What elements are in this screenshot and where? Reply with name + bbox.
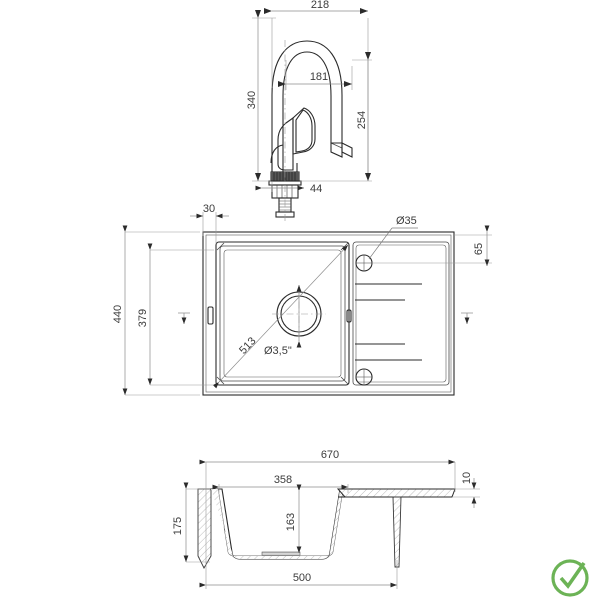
drainer-board xyxy=(352,241,450,386)
dim-label-670: 670 xyxy=(321,449,339,461)
dim-label-218: 218 xyxy=(311,0,329,11)
dim-label-500: 500 xyxy=(293,572,311,584)
sink-top-view: 513 Ø3,5" xyxy=(112,203,492,396)
tap-hole-upper xyxy=(355,254,373,272)
dimension-358: 358 xyxy=(212,474,349,493)
dimension-254: 254 xyxy=(300,52,372,182)
dimension-340: 340 xyxy=(246,10,276,182)
dim-label-175: 175 xyxy=(172,517,184,535)
dim-label-44: 44 xyxy=(310,183,322,195)
dimension-163: 163 xyxy=(285,484,302,553)
dimension-500: 500 xyxy=(199,492,398,589)
tap-hole-lower xyxy=(355,368,373,386)
sink-outline xyxy=(202,231,455,396)
section-left-rib xyxy=(197,488,212,569)
dimension-379: 379 xyxy=(137,243,214,386)
dim-label-340: 340 xyxy=(246,91,258,109)
center-mark-right xyxy=(461,312,473,324)
section-drainer-slab xyxy=(336,488,456,498)
dim-label-30: 30 xyxy=(203,203,215,215)
center-mark-left xyxy=(178,312,190,324)
dim-label-10: 10 xyxy=(461,472,473,484)
approved-badge xyxy=(551,559,589,597)
dim-label-163: 163 xyxy=(285,513,297,531)
drainer-grooves xyxy=(355,283,422,361)
dimension-44: 44 xyxy=(255,182,322,195)
dim-label-drain: Ø3,5" xyxy=(264,345,292,357)
dimension-670: 670 xyxy=(199,449,456,492)
dim-label-379: 379 xyxy=(137,309,149,327)
dim-label-254: 254 xyxy=(356,111,368,129)
faucet-view: 218 181 340 254 44 xyxy=(246,0,372,222)
section-drainer-rib xyxy=(392,496,402,568)
dim-label-358: 358 xyxy=(274,474,292,486)
dimension-30: 30 xyxy=(190,203,229,244)
dimension-10: 10 xyxy=(452,472,480,508)
dimension-440: 440 xyxy=(112,225,200,396)
dim-label-65: 65 xyxy=(473,243,485,255)
dim-label-440: 440 xyxy=(112,305,124,323)
dimension-65: 65 xyxy=(372,225,492,266)
sink-section-view: 670 358 163 175 10 xyxy=(172,449,480,589)
dimension-181: 181 xyxy=(278,60,353,90)
dimension-tap-hole-diameter: Ø35 xyxy=(368,215,418,260)
dim-label-tap-hole: Ø35 xyxy=(396,215,417,227)
dimension-drain-diameter: Ø3,5" xyxy=(264,285,302,357)
dim-label-181: 181 xyxy=(310,71,328,83)
faucet-body xyxy=(268,40,353,222)
